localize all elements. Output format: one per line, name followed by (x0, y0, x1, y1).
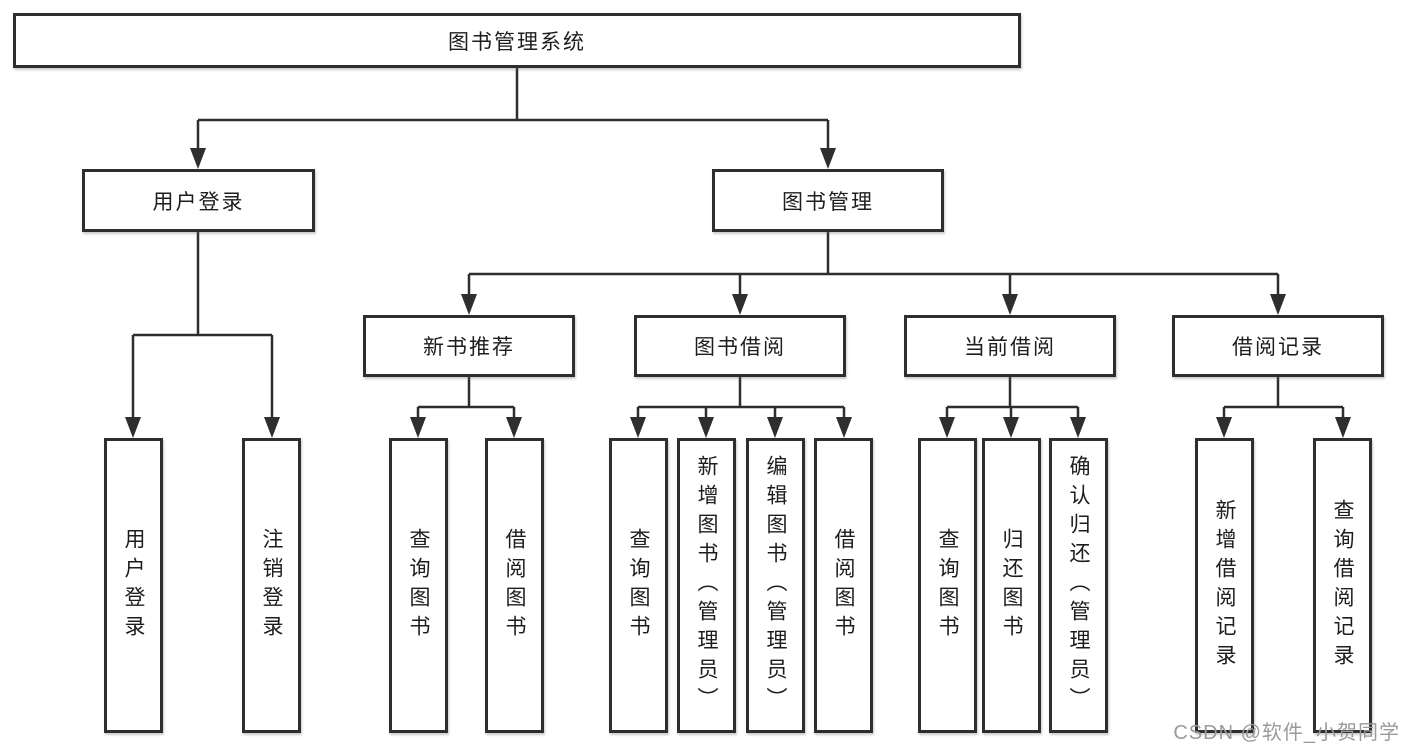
node-library-system: 图书管理系统 (13, 13, 1021, 68)
leaf-add-book-admin: 新增图书（管理员） (677, 438, 736, 733)
leaf-edit-book-admin: 编辑图书（管理员） (746, 438, 805, 733)
node-user-login: 用户登录 (82, 169, 315, 232)
node-new-book-recommend: 新书推荐 (363, 315, 575, 377)
csdn-watermark: CSDN @软件_小贺同学 (1173, 722, 1400, 744)
leaf-user-login: 用户登录 (104, 438, 163, 733)
leaf-query-borrow-record: 查询借阅记录 (1313, 438, 1372, 733)
node-borrow-record: 借阅记录 (1172, 315, 1384, 377)
leaf-add-borrow-record: 新增借阅记录 (1195, 438, 1254, 733)
leaf-borrow-book: 借阅图书 (814, 438, 873, 733)
leaf-query-book-current: 查询图书 (918, 438, 977, 733)
node-current-borrow: 当前借阅 (904, 315, 1116, 377)
leaf-confirm-return-admin: 确认归还（管理员） (1049, 438, 1108, 733)
leaf-return-book: 归还图书 (982, 438, 1041, 733)
leaf-logout: 注销登录 (242, 438, 301, 733)
arrowheads (125, 148, 1351, 438)
leaf-query-book-borrow: 查询图书 (609, 438, 668, 733)
leaf-borrow-book-recommend: 借阅图书 (485, 438, 544, 733)
leaf-query-book-recommend: 查询图书 (389, 438, 448, 733)
node-book-borrow: 图书借阅 (634, 315, 846, 377)
node-book-management: 图书管理 (712, 169, 944, 232)
